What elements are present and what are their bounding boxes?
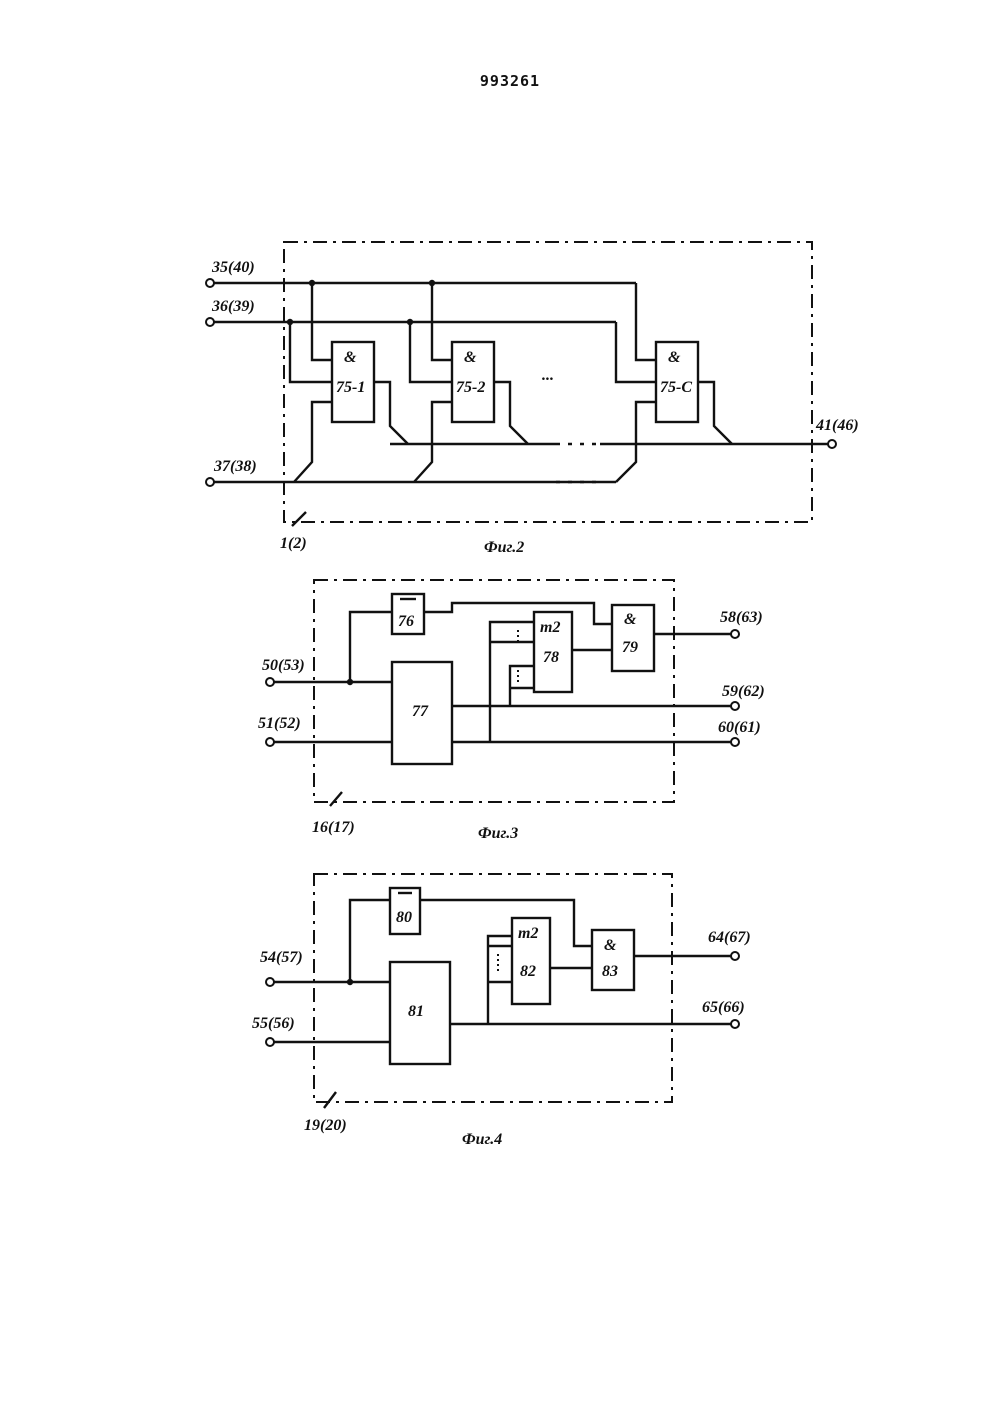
fig2-gc-in-c <box>616 402 656 482</box>
fig2-frame-leader <box>292 512 306 526</box>
fig2-g2-in-c <box>414 402 452 482</box>
fig4-diagram: 80 81 m2 82 & 83 54(57) 55(56) 64(67) 65… <box>252 874 751 1148</box>
fig2-input-label-37: 37(38) <box>213 458 257 475</box>
fig2-output-label-41: 41(46) <box>815 417 859 434</box>
fig4-block-82-label: 82 <box>520 963 536 980</box>
fig4-in-54-branch <box>350 900 390 982</box>
fig4-frame-label: 19(20) <box>304 1117 347 1134</box>
fig3-frame-leader <box>330 792 342 806</box>
fig2-caption: Фиг.2 <box>484 539 524 556</box>
fig2-terminal-37 <box>206 478 214 486</box>
fig3-bus-c <box>510 666 534 706</box>
fig3-frame-label: 16(17) <box>312 819 355 836</box>
fig4-terminal-55 <box>266 1038 274 1046</box>
fig3-terminal-51 <box>266 738 274 746</box>
fig4-input-label-54: 54(57) <box>260 949 303 966</box>
fig3-terminal-60 <box>731 738 739 746</box>
fig2-terminal-36 <box>206 318 214 326</box>
fig2-ellipsis: ... <box>542 367 554 384</box>
fig2-terminal-41 <box>828 440 836 448</box>
fig4-output-label-64: 64(67) <box>708 929 751 946</box>
fig2-junction <box>407 319 413 325</box>
fig2-junction <box>309 280 315 286</box>
fig3-input-label-51: 51(52) <box>258 715 301 732</box>
fig3-block-79-label: 79 <box>622 639 638 656</box>
fig2-g2-out <box>494 382 528 444</box>
fig3-block-76-label: 76 <box>398 613 414 630</box>
fig4-bus-a <box>488 936 512 1024</box>
fig4-junction <box>347 979 353 985</box>
fig3-output-label-58: 58(63) <box>720 609 763 626</box>
fig2-diagram: & 75-1 & 75-2 & 75-С ... 35(40) 36(39) 3… <box>206 242 859 556</box>
fig3-input-label-50: 50(53) <box>262 657 305 674</box>
fig3-terminal-50 <box>266 678 274 686</box>
fig3-diagram: 76 77 m2 78 & 79 50(53) 51(52) 58(63) 59… <box>258 580 765 842</box>
fig2-gc-out <box>698 382 732 444</box>
fig2-gate-2-symbol: & <box>464 349 477 366</box>
fig3-bus-a <box>490 622 534 742</box>
fig3-block-78-label: 78 <box>543 649 559 666</box>
fig2-gate-c-symbol: & <box>668 349 681 366</box>
fig4-block-82-symbol: m2 <box>518 925 538 942</box>
fig2-input-label-35: 35(40) <box>211 259 255 276</box>
fig2-gc-in-a <box>636 283 656 360</box>
fig3-junction <box>347 679 353 685</box>
fig3-terminal-58 <box>731 630 739 638</box>
fig2-gate-2-label: 75-2 <box>456 379 485 396</box>
fig2-input-label-36: 36(39) <box>211 298 255 315</box>
fig3-in-50-branch <box>350 612 392 682</box>
fig2-gate-1-label: 75-1 <box>336 379 365 396</box>
fig4-terminal-64 <box>731 952 739 960</box>
fig3-caption: Фиг.3 <box>478 825 518 842</box>
fig2-frame-label: 1(2) <box>280 535 307 552</box>
fig4-input-label-55: 55(56) <box>252 1015 295 1032</box>
fig2-terminal-35 <box>206 279 214 287</box>
fig4-block-81-label: 81 <box>408 1003 424 1020</box>
fig2-gate-c-label: 75-С <box>660 379 692 396</box>
fig4-block-80-label: 80 <box>396 909 412 926</box>
fig4-80-to-83 <box>420 900 592 946</box>
fig4-caption: Фиг.4 <box>462 1131 502 1148</box>
fig2-junction <box>287 319 293 325</box>
fig3-block-79-symbol: & <box>624 611 637 628</box>
fig4-frame-leader <box>324 1092 336 1108</box>
fig2-g1-out <box>374 382 408 444</box>
fig4-block-83-label: 83 <box>602 963 618 980</box>
fig3-output-label-59: 59(62) <box>722 683 765 700</box>
fig4-terminal-65 <box>731 1020 739 1028</box>
fig3-block-78-symbol: m2 <box>540 619 560 636</box>
fig2-g1-in-c <box>294 402 332 482</box>
fig3-terminal-59 <box>731 702 739 710</box>
fig4-terminal-54 <box>266 978 274 986</box>
fig4-block-83-symbol: & <box>604 937 617 954</box>
fig2-gate-1-symbol: & <box>344 349 357 366</box>
fig3-block-77-label: 77 <box>412 703 429 720</box>
fig2-junction <box>429 280 435 286</box>
fig3-output-label-60: 60(61) <box>718 719 761 736</box>
fig4-output-label-65: 65(66) <box>702 999 745 1016</box>
